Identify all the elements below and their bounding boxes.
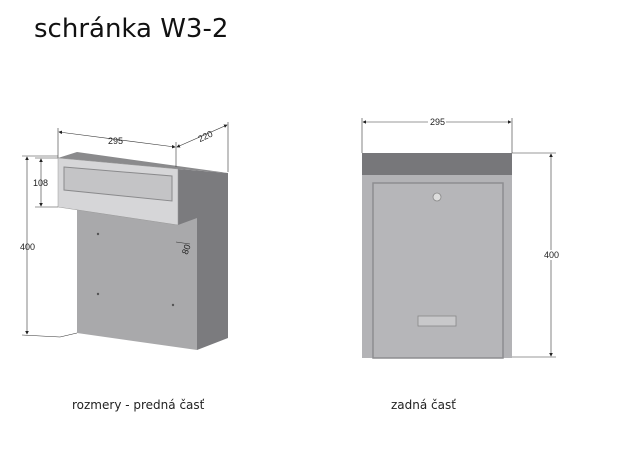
page-title: schránka W3-2 xyxy=(34,14,229,44)
mail-slot xyxy=(63,166,173,202)
door-panel xyxy=(372,182,504,359)
back-width-label: 295 xyxy=(430,117,445,127)
offset-label: 80 xyxy=(180,243,193,256)
back-view-caption: zadná časť xyxy=(391,398,456,412)
name-slot xyxy=(417,315,457,327)
mounting-holes xyxy=(96,232,175,307)
front-view-caption: rozmery - predná časť xyxy=(72,398,205,412)
back-height-label: 400 xyxy=(544,250,559,260)
lock-icon xyxy=(432,192,442,202)
front-height-label: 400 xyxy=(20,242,35,252)
box-top-face xyxy=(58,152,228,173)
body-front-face xyxy=(77,210,197,350)
slot-height-label: 108 xyxy=(33,178,48,188)
back-top-band xyxy=(362,153,512,175)
front-depth-label: 220 xyxy=(196,129,214,144)
back-view-drawing: 295 400 xyxy=(361,116,561,359)
front-width-label: 295 xyxy=(108,136,123,146)
body-side-face xyxy=(178,169,228,350)
front-view-drawing: 295 220 108 400 80 xyxy=(20,122,229,350)
